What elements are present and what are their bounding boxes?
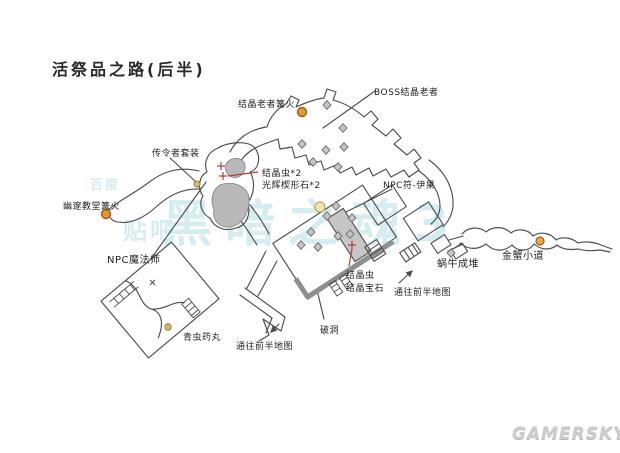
enemy-diamond-icon: [333, 162, 343, 172]
swamp-pond: [198, 142, 260, 231]
bonfire-icon: [535, 236, 545, 246]
enemy-diamond-icon: [296, 240, 306, 250]
path-to-cathedral: [108, 168, 202, 224]
label-crystal-lizard: 结晶虫: [346, 271, 375, 281]
red-cross-icon: [348, 241, 356, 249]
gem-pointer-line: [348, 248, 353, 267]
item-dot-icon: [193, 180, 201, 188]
label-npc-sorcerer: NPC魔法师: [107, 255, 161, 266]
outpost-room: [430, 233, 452, 255]
label-blue-bug-pellet: 青虫药丸: [183, 333, 222, 343]
ladder-icon: [338, 273, 354, 291]
boss-arena-outline: [266, 88, 422, 178]
enemy-diamond-icon: [322, 100, 332, 110]
enemy-diamond-icon: [331, 201, 341, 211]
gamersky-logo: GAMERSKY: [512, 424, 620, 444]
enemy-diamond-icon: [297, 139, 307, 149]
npc-dot-icon: [314, 201, 326, 213]
mud-patch: [211, 182, 250, 228]
label-crystal-sage-bonfire: 结晶老者篝火: [238, 100, 296, 110]
label-snail-pile: 蜗牛成堆: [437, 259, 479, 270]
label-crystal-gem: 结晶宝石: [346, 284, 385, 294]
crab-trail: [459, 227, 613, 253]
enemy-diamond-icon: [321, 145, 331, 155]
fort-thick-wall: [304, 239, 395, 301]
label-crab-path: 金蟹小道: [502, 251, 544, 262]
label-twinkling-titanite-x2: 光辉楔形石*2: [262, 181, 321, 191]
enemy-diamond-icon: [338, 123, 348, 133]
ladder-icon: [328, 279, 344, 297]
to-first-half-bottom-arrow: [270, 323, 280, 333]
path-fort-to-walkway: [246, 250, 278, 297]
page-title: 活祭品之路(后半): [52, 60, 206, 79]
herald-pointer-line: [169, 157, 196, 182]
path-pond-to-fort: [240, 204, 270, 246]
sorcerer-building: [100, 241, 220, 359]
annex-room: [402, 201, 444, 242]
label-herald-set: 传令者套装: [152, 149, 200, 159]
label-boss-crystal-sage: BOSS结晶老者: [374, 88, 439, 98]
label-npc-eygon: NPC符-伊果: [383, 181, 436, 191]
interior-route: [125, 280, 185, 339]
label-cathedral-bonfire: 幽邃教堂篝火: [63, 202, 121, 212]
label-to-first-half-right: 通往前半地图: [394, 288, 452, 298]
bridge-icon: [364, 238, 387, 263]
label-crystal-lizard-x2: 结晶虫*2: [262, 169, 302, 179]
to-first-half-right-arrow: [398, 270, 413, 284]
lizard-pointer-line: [227, 171, 259, 177]
bridge-icon: [398, 242, 422, 263]
npc-cross-mark: [149, 279, 156, 286]
ladder-icon: [181, 297, 201, 319]
red-cross-icon: [217, 162, 225, 170]
enemy-diamond-icon: [306, 227, 316, 237]
item-dot-icon: [164, 323, 172, 331]
enemy-diamond-icon: [339, 142, 349, 152]
annex-room: [362, 184, 408, 226]
red-markers: [217, 162, 356, 267]
bonfire-icon: [100, 208, 112, 220]
lower-walkway: [239, 287, 286, 342]
hole-pointer-line: [316, 289, 325, 320]
enemy-diamond-icon: [313, 242, 323, 252]
stairs-icon: [109, 281, 139, 308]
path-boss-to-annex: [418, 159, 454, 228]
bonfire-icon: [296, 106, 308, 118]
mud-patch: [225, 158, 246, 178]
label-hole: 破洞: [320, 326, 340, 336]
boss-pointer-line: [322, 90, 376, 129]
label-to-first-half-bottom: 通往前半地图: [236, 342, 294, 352]
red-cross-icon: [219, 172, 227, 180]
